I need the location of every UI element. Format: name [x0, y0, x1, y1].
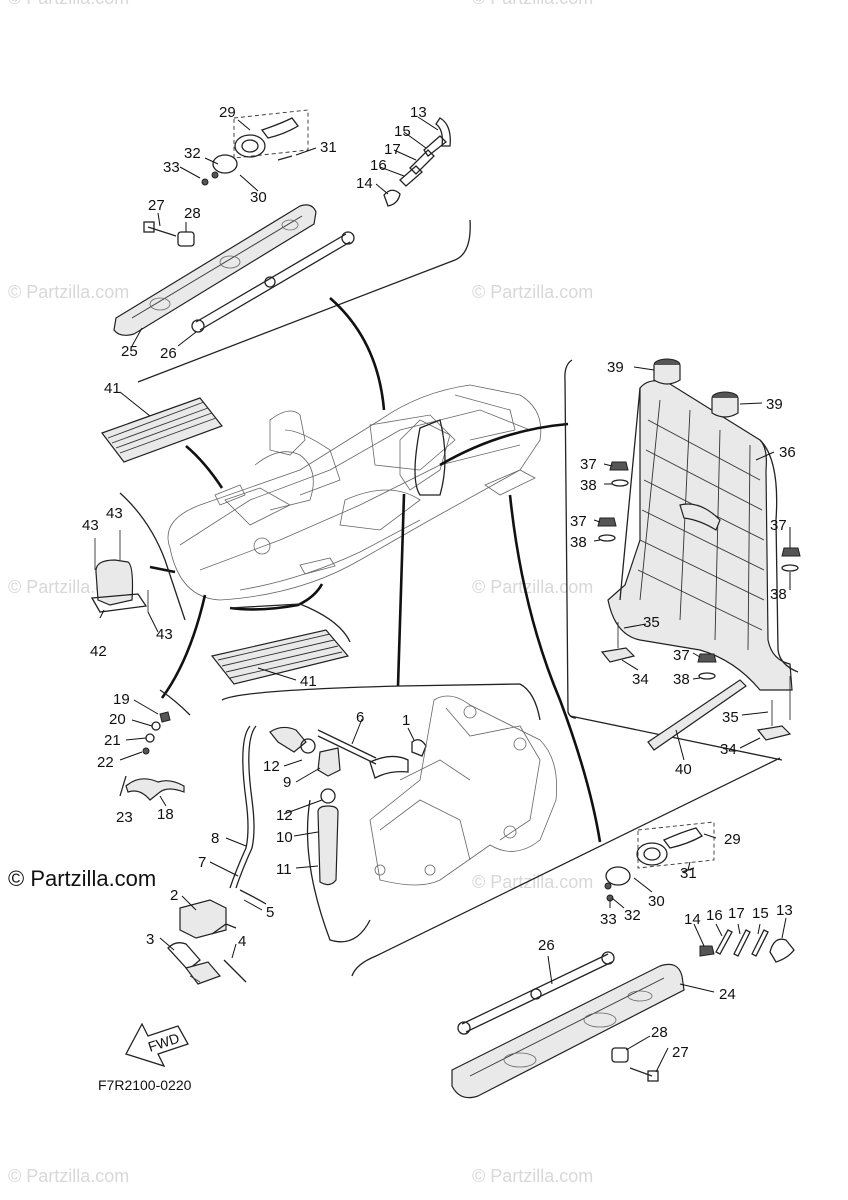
callout-42: 42 — [90, 643, 107, 660]
watermark: © Partzilla.com — [472, 577, 593, 597]
watermark: © Partzilla.com — [8, 1166, 129, 1186]
callout-31-bottom: 31 — [680, 865, 697, 882]
callout-13-bottom: 13 — [776, 902, 793, 919]
mat-41-bottom — [210, 629, 350, 685]
callout-29-bottom: 29 — [724, 831, 741, 848]
callout-9: 9 — [283, 774, 291, 791]
diagram-code: F7R2100-0220 — [98, 1077, 192, 1093]
mat-41-top — [101, 391, 223, 463]
callout-41-top: 41 — [104, 380, 121, 397]
callout-28-top: 28 — [184, 205, 201, 222]
callout-43-c: 43 — [156, 626, 173, 643]
callout-5: 5 — [266, 904, 274, 921]
watercraft-hull-outline — [167, 384, 542, 601]
watermark: © Partzilla.com — [472, 282, 593, 302]
callout-20: 20 — [109, 711, 126, 728]
brand-watermark: © Partzilla.com — [8, 866, 156, 891]
callout-6: 6 — [356, 709, 364, 726]
callout-12-b: 12 — [276, 807, 293, 824]
callout-29-top: 29 — [219, 104, 236, 121]
center-lower-group — [159, 683, 557, 985]
callout-37-c: 37 — [770, 517, 787, 534]
callout-labels: 29 32 33 30 31 13 15 17 16 14 27 28 25 2… — [82, 104, 796, 1061]
callout-31-top: 31 — [320, 139, 337, 156]
callout-34-a: 34 — [632, 671, 649, 688]
callout-24: 24 — [719, 986, 736, 1003]
watermark: © Partzilla.com — [472, 872, 593, 892]
callout-38-c: 38 — [770, 586, 787, 603]
callout-35-b: 35 — [722, 709, 739, 726]
watermark-layer: © Partzilla.com © Partzilla.com © Partzi… — [8, 0, 593, 1186]
callout-43-a: 43 — [106, 505, 123, 522]
clamp-18-group — [119, 689, 191, 807]
callout-17-top: 17 — [384, 141, 401, 158]
callout-16-top: 16 — [370, 157, 387, 174]
callout-10: 10 — [276, 829, 293, 846]
callout-14-top: 14 — [356, 175, 373, 192]
callout-14-bottom: 14 — [684, 911, 701, 928]
callout-27-bottom: 27 — [672, 1044, 689, 1061]
callout-35-a: 35 — [643, 614, 660, 631]
fwd-label: FWD — [146, 1030, 181, 1055]
callout-38-d: 38 — [673, 671, 690, 688]
callout-38-b: 38 — [570, 534, 587, 551]
bottom-rear-step-group — [351, 757, 795, 1099]
callout-18: 18 — [157, 806, 174, 823]
callout-40: 40 — [675, 761, 692, 778]
pointer-lines — [149, 297, 602, 843]
callout-28-bottom: 28 — [651, 1024, 668, 1041]
callout-38-a: 38 — [580, 477, 597, 494]
callout-21: 21 — [104, 732, 121, 749]
watermark: © Partzilla.com — [8, 282, 129, 302]
callout-39-b: 39 — [766, 396, 783, 413]
callout-4: 4 — [238, 933, 246, 950]
callout-12-a: 12 — [263, 758, 280, 775]
callout-8: 8 — [211, 830, 219, 847]
callout-11: 11 — [276, 861, 292, 878]
top-rear-step-group — [113, 109, 471, 383]
callout-33-top: 33 — [163, 159, 180, 176]
callout-41-bottom: 41 — [300, 673, 317, 690]
callout-13-top: 13 — [410, 104, 427, 121]
callout-19: 19 — [113, 691, 130, 708]
callout-7: 7 — [198, 854, 206, 871]
callout-2: 2 — [170, 887, 178, 904]
callout-34-b: 34 — [720, 741, 737, 758]
callout-30-bottom: 30 — [648, 893, 665, 910]
callout-3: 3 — [146, 931, 154, 948]
callout-33-bottom: 33 — [600, 911, 617, 928]
callout-30-top: 30 — [250, 189, 267, 206]
callout-15-bottom: 15 — [752, 905, 769, 922]
callout-15-top: 15 — [394, 123, 411, 140]
callout-32-bottom: 32 — [624, 907, 641, 924]
callout-26-top: 26 — [160, 345, 177, 362]
callout-23: 23 — [116, 809, 133, 826]
fwd-arrow-icon: FWD — [125, 1022, 189, 1068]
callout-37-b: 37 — [570, 513, 587, 530]
watermark: © Partzilla.com — [472, 0, 593, 8]
callout-25: 25 — [121, 343, 138, 360]
callout-37-a: 37 — [580, 456, 597, 473]
callout-27-top: 27 — [148, 197, 165, 214]
callout-26-bottom: 26 — [538, 937, 555, 954]
callout-17-bottom: 17 — [728, 905, 745, 922]
callout-43-b: 43 — [82, 517, 99, 534]
callout-32-top: 32 — [184, 145, 201, 162]
watermark: © Partzilla.com — [8, 0, 129, 8]
callout-16-bottom: 16 — [706, 907, 723, 924]
callout-36: 36 — [779, 444, 796, 461]
intake-grate-group — [564, 358, 801, 761]
callout-39-a: 39 — [607, 359, 624, 376]
watermark: © Partzilla.com — [472, 1166, 593, 1186]
bracket-42-group — [90, 492, 351, 643]
callout-1: 1 — [402, 712, 410, 729]
callout-37-d: 37 — [673, 647, 690, 664]
callout-22: 22 — [97, 754, 114, 771]
